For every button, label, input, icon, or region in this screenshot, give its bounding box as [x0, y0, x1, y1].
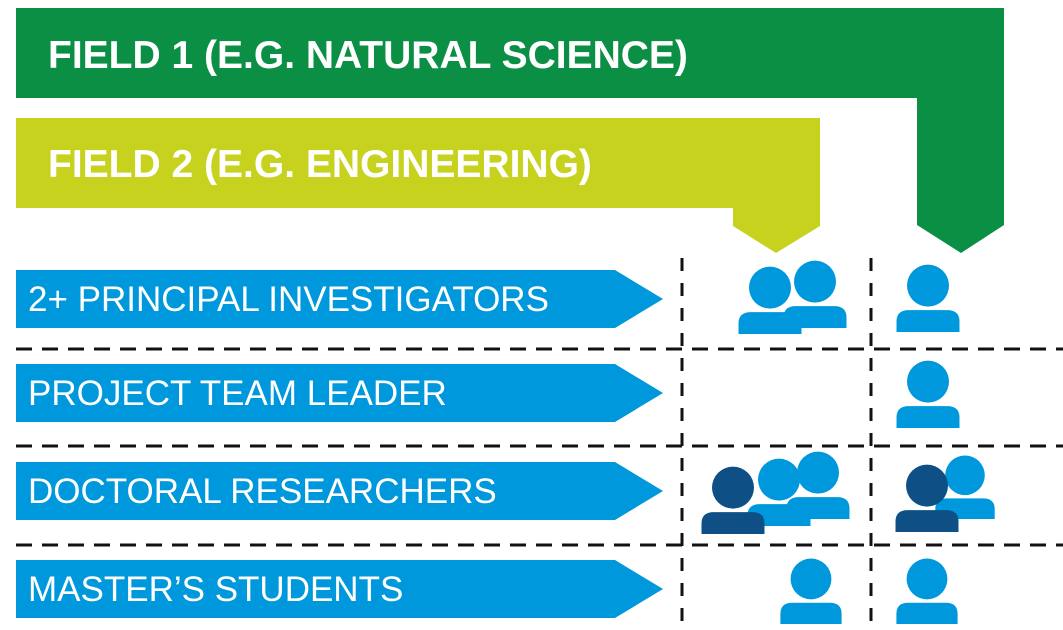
row-arrow-project-team-leader	[16, 364, 663, 422]
cell-field1-project-team-leader	[896, 360, 960, 428]
cell-field1-principal-investigators	[896, 264, 960, 332]
person-icon	[896, 558, 958, 624]
person-icon	[738, 266, 802, 334]
field-1-label: FIELD 1 (E.G. NATURAL SCIENCE)	[48, 34, 688, 77]
cell-field2-doctoral-researchers	[701, 451, 850, 534]
row-label-doctoral-researchers: DOCTORAL RESEARCHERS	[28, 472, 497, 511]
row-arrow-principal-investigators	[16, 270, 663, 328]
field-2-label: FIELD 2 (E.G. ENGINEERING)	[48, 143, 592, 186]
person-icon-dark	[701, 466, 765, 534]
cell-field2-principal-investigators	[738, 260, 847, 334]
row-arrow-masters-students	[16, 560, 663, 618]
person-icon	[896, 360, 960, 428]
row-label-masters-students: MASTER’S STUDENTS	[28, 570, 404, 609]
cell-field1-doctoral-researchers	[895, 455, 995, 532]
person-icon	[896, 264, 960, 332]
person-icon	[780, 558, 842, 624]
field-1-banner	[16, 8, 1004, 253]
cell-field1-masters-students	[896, 558, 958, 624]
row-arrow-doctoral-researchers	[16, 462, 663, 520]
row-label-project-team-leader: PROJECT TEAM LEADER	[28, 374, 447, 413]
row-label-principal-investigators: 2+ PRINCIPAL INVESTIGATORS	[28, 280, 549, 319]
field-2-banner	[16, 118, 820, 253]
cell-field2-masters-students	[780, 558, 842, 624]
